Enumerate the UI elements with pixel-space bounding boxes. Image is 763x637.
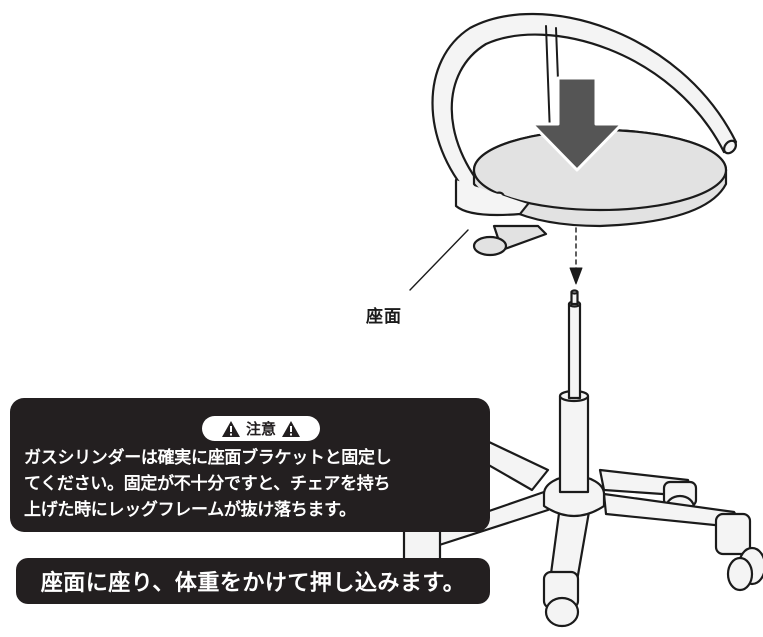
seat-label: 座面 <box>366 307 402 327</box>
warning-triangle-icon <box>282 420 300 437</box>
caution-title: 注意 <box>245 420 276 438</box>
caution-line: てください。固定が不十分ですと、チェアを持ち <box>24 474 391 494</box>
push-down-arrow <box>530 76 624 172</box>
warning-triangle-icon <box>221 420 240 437</box>
caution-line: 上げた時にレッグフレームが抜け落ちます。 <box>24 500 356 520</box>
caution-line: ガスシリンダーは確実に座面ブラケットと固定し <box>24 448 392 468</box>
seat-with-backrest <box>409 12 738 291</box>
gas-cylinder <box>558 289 590 494</box>
caution-header: 注意 <box>202 416 320 441</box>
caution-text: ガスシリンダーは確実に座面ブラケットと固定し てください。固定が不十分ですと、チ… <box>24 445 484 523</box>
caution-panel: 注意 ガスシリンダーは確実に座面ブラケットと固定し てください。固定が不十分です… <box>10 398 490 532</box>
instruction-panel: 座面に座り、体重をかけて押し込みます。 <box>16 558 490 604</box>
instruction-text: 座面に座り、体重をかけて押し込みます。 <box>40 571 466 596</box>
